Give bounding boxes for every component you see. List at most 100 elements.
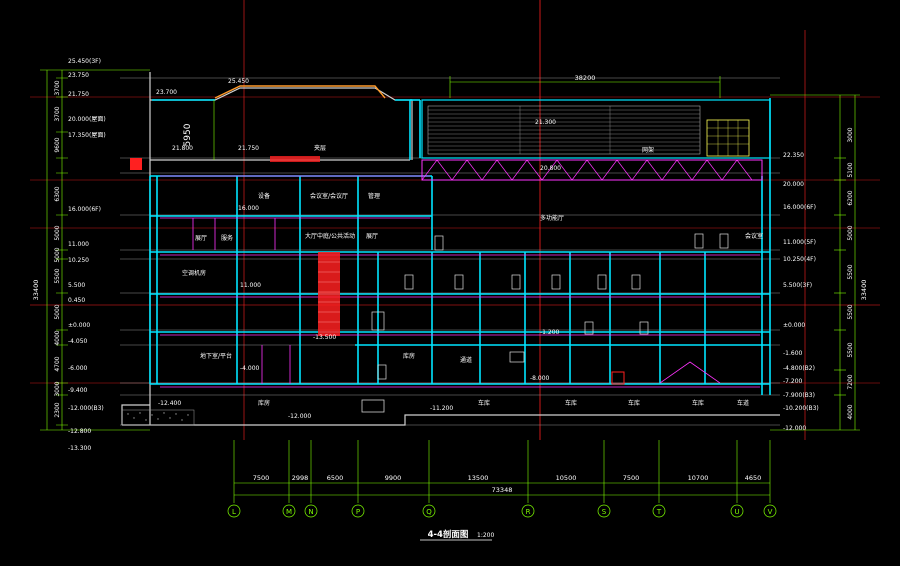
elev-label: -11.200 <box>430 405 453 412</box>
room-label: 车库 <box>565 399 577 407</box>
top-dimension <box>213 76 721 160</box>
dim-top: 38200 <box>575 74 596 82</box>
right-dimension-chain <box>770 94 860 431</box>
right-level: -12.000 <box>783 425 806 432</box>
right-dim: 5500 <box>847 342 854 357</box>
right-dim: 5000 <box>847 225 854 240</box>
elev-label: -13.500 <box>313 334 336 341</box>
elev-label: -8.000 <box>530 375 550 382</box>
elev-label: 11.000 <box>240 282 261 289</box>
left-level: -4.050 <box>68 338 88 345</box>
elev-label: 20.800 <box>540 165 561 172</box>
left-dim: 5000 <box>54 225 61 240</box>
right-dim: 5500 <box>847 264 854 279</box>
drawing-scale: 1:200 <box>477 532 494 539</box>
left-dim: 5000 <box>54 247 61 262</box>
right-dim: 5100 <box>847 162 854 177</box>
left-level: -9.400 <box>68 387 88 394</box>
axis-label-S: S <box>602 508 607 516</box>
elev-label: 25.450 <box>228 78 249 85</box>
drawing-title: 4-4剖面图 <box>428 529 469 540</box>
dim-left-total: 33400 <box>32 280 40 301</box>
room-label: 库房 <box>403 352 415 360</box>
right-level: -7.900(B3) <box>783 392 815 399</box>
room-label: 通道 <box>460 356 472 364</box>
dim-total: 73348 <box>492 486 513 494</box>
right-level: 22.350 <box>783 152 804 159</box>
right-level: 5.500(3F) <box>783 282 812 289</box>
left-level: 23.750 <box>68 72 89 79</box>
left-level-ticks <box>56 77 68 426</box>
dim-bottom: 2998 <box>292 474 309 482</box>
right-dim: 4000 <box>847 404 854 419</box>
left-dim: 4000 <box>54 330 61 345</box>
right-dim: 7200 <box>847 374 854 389</box>
left-level: 0.450 <box>68 297 85 304</box>
left-dim: 6300 <box>54 186 61 201</box>
left-dim: 3700 <box>54 106 61 121</box>
right-level: -7.200 <box>783 378 803 385</box>
elev-label: -1.200 <box>540 329 560 336</box>
left-dim: 5000 <box>54 304 61 319</box>
elev-label: -4.000 <box>240 365 260 372</box>
building-outline-left <box>121 72 413 425</box>
room-label: 展厅 <box>366 233 378 240</box>
left-level: 5.500 <box>68 282 85 289</box>
magenta-beams <box>160 175 760 388</box>
cyan-structure <box>149 98 771 395</box>
room-label: 会议室/会议厅 <box>310 192 348 200</box>
left-level: 20.000(屋面) <box>68 116 106 123</box>
room-label: 车库 <box>692 399 704 407</box>
elev-label: 16.000 <box>238 205 259 212</box>
dim-bottom: 10700 <box>688 474 709 482</box>
dim-bottom: 9900 <box>385 474 402 482</box>
basement <box>121 361 780 426</box>
axis-label-T: T <box>656 508 662 516</box>
left-dim: 9600 <box>54 137 61 152</box>
room-label: 大厅中庭/公共活动 <box>305 232 355 240</box>
bottom-dimension-chain <box>233 440 771 503</box>
left-level: 21.750 <box>68 91 89 98</box>
right-level: ±0.000 <box>783 322 805 329</box>
axis-label-P: P <box>356 508 360 516</box>
room-label: 车库 <box>628 399 640 407</box>
left-level: -12.800 <box>68 428 91 435</box>
room-label: 夹层 <box>314 144 326 152</box>
axis-label-V: V <box>768 508 773 516</box>
dim-bottom: 7500 <box>253 474 270 482</box>
left-level: 17.350(屋面) <box>68 132 106 139</box>
axis-label-L: L <box>232 508 236 516</box>
right-level: -10.200(B3) <box>783 405 819 412</box>
roof-truss <box>421 99 771 181</box>
dim-height-mark: 5950 <box>183 123 193 146</box>
elev-label: 21.750 <box>238 145 259 152</box>
left-level: 11.000 <box>68 241 89 248</box>
dim-right-total: 33400 <box>860 280 868 301</box>
left-level: ±0.000 <box>68 322 90 329</box>
elev-label: 23.700 <box>156 89 177 96</box>
left-level: 25.450(3F) <box>68 58 101 65</box>
room-label: 多功能厅 <box>540 214 564 222</box>
left-level: -6.000 <box>68 365 88 372</box>
axis-label-M: M <box>286 508 292 516</box>
elev-label: -12.000 <box>288 413 311 420</box>
room-label: 车道 <box>737 399 749 407</box>
room-label: 管理 <box>368 192 380 200</box>
right-level: 11.000(5F) <box>783 239 816 246</box>
left-dim: 5500 <box>54 268 61 283</box>
right-dim: 6200 <box>847 190 854 205</box>
axis-label-N: N <box>308 508 313 516</box>
dim-bottom: 13500 <box>468 474 489 482</box>
room-label: 空调机房 <box>182 269 206 277</box>
room-label: 会议室 <box>745 232 763 240</box>
left-dim: 4700 <box>54 356 61 371</box>
room-label: 车库 <box>478 399 490 407</box>
left-level: 16.000(6F) <box>68 206 101 213</box>
room-label: 网架 <box>642 146 654 154</box>
right-level: -4.800(B2) <box>783 365 815 372</box>
dim-bottom: 6500 <box>327 474 344 482</box>
room-label: 展厅 <box>195 235 207 242</box>
roof-orange <box>214 85 386 99</box>
dim-bottom: 10500 <box>556 474 577 482</box>
